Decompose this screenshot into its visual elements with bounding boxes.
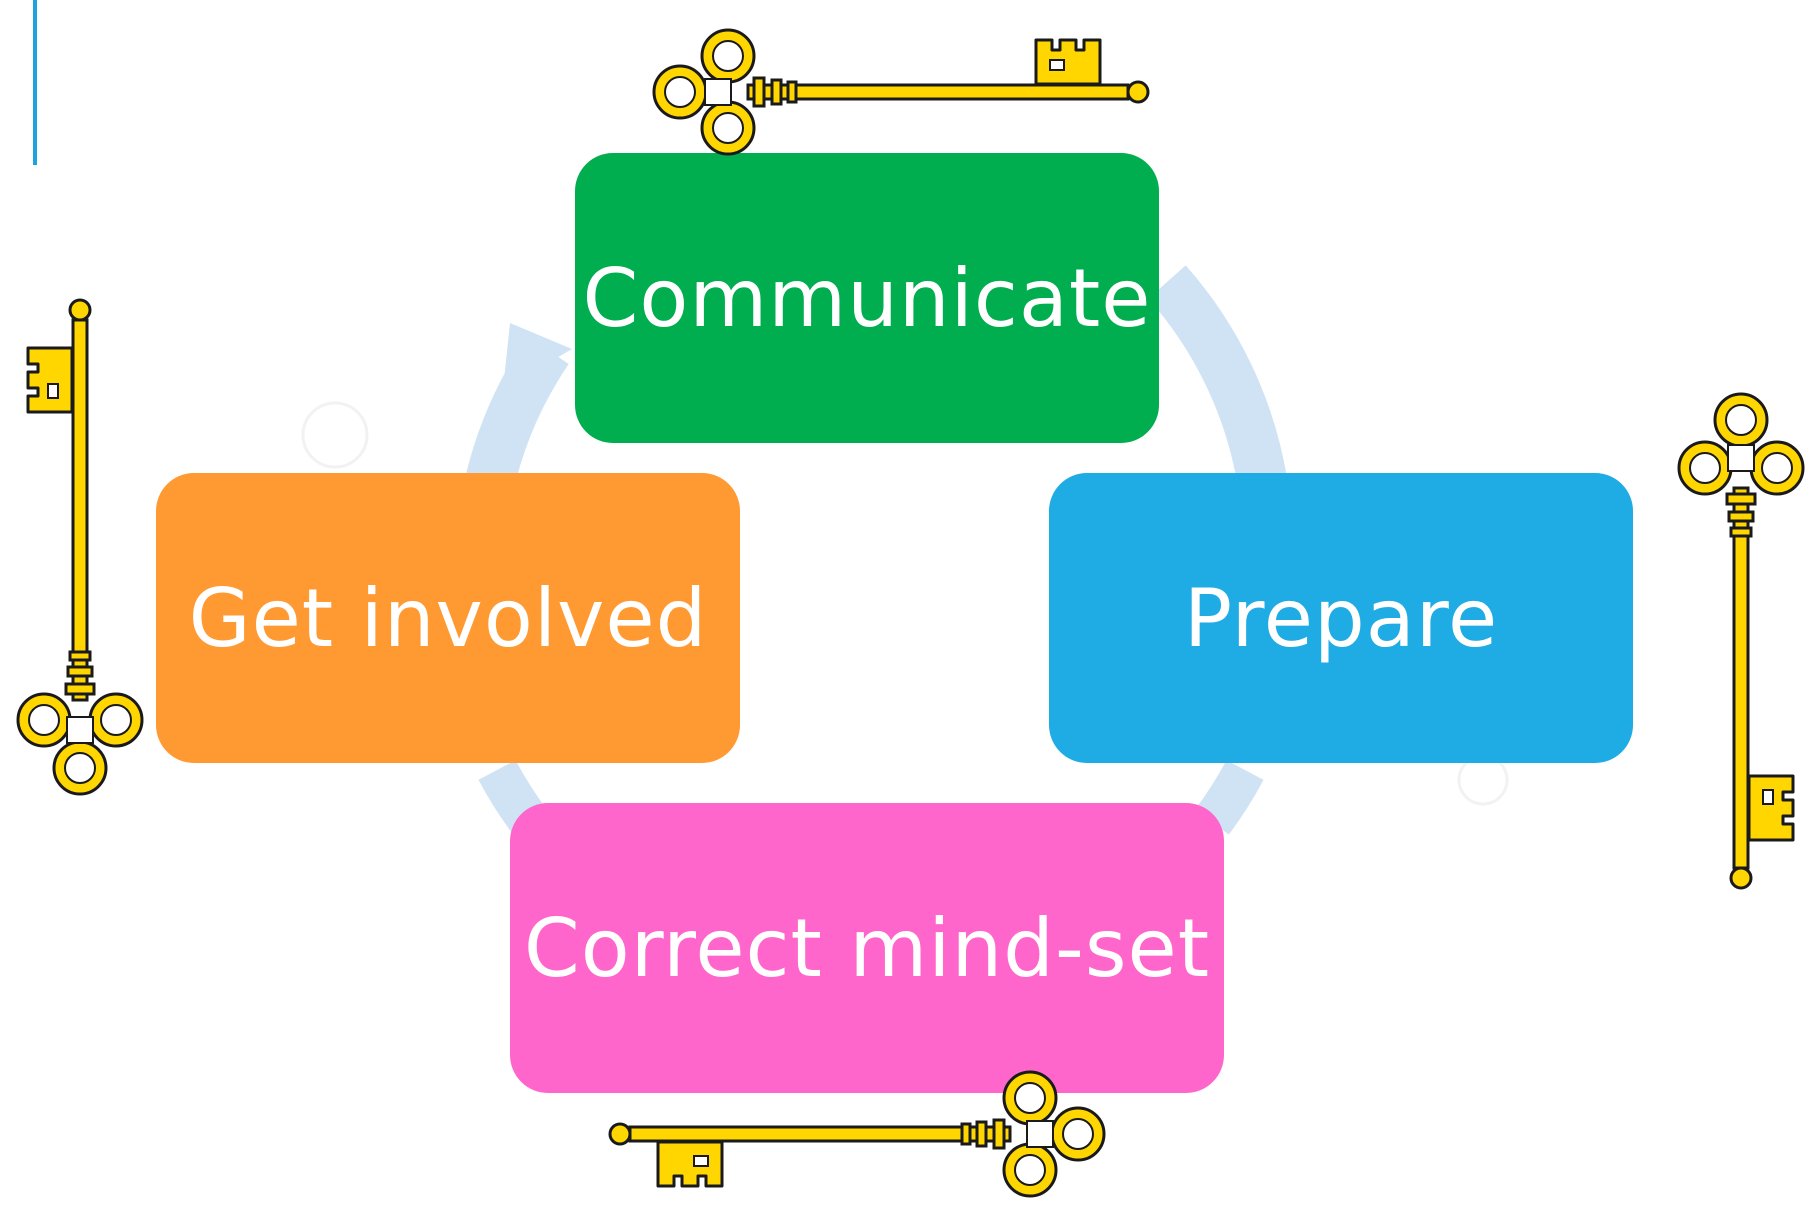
step-get-involved: Get involved [156, 473, 740, 763]
step-prepare-label: Prepare [1183, 571, 1499, 665]
faint-circle-right [1457, 754, 1509, 806]
cycle-arc-right-bottom [1194, 759, 1264, 835]
cycle-arc-right-top [1148, 265, 1287, 485]
step-prepare: Prepare [1049, 473, 1633, 763]
accent-line [33, 0, 37, 165]
step-get-involved-label: Get involved [188, 571, 708, 665]
step-communicate-label: Communicate [582, 251, 1152, 345]
cycle-arrowhead-left-top [503, 323, 572, 389]
faint-circle-left [301, 401, 369, 469]
step-correct-mind-set: Correct mind-set [510, 803, 1224, 1093]
step-communicate: Communicate [575, 153, 1159, 443]
step-correct-mind-set-label: Correct mind-set [523, 901, 1211, 995]
